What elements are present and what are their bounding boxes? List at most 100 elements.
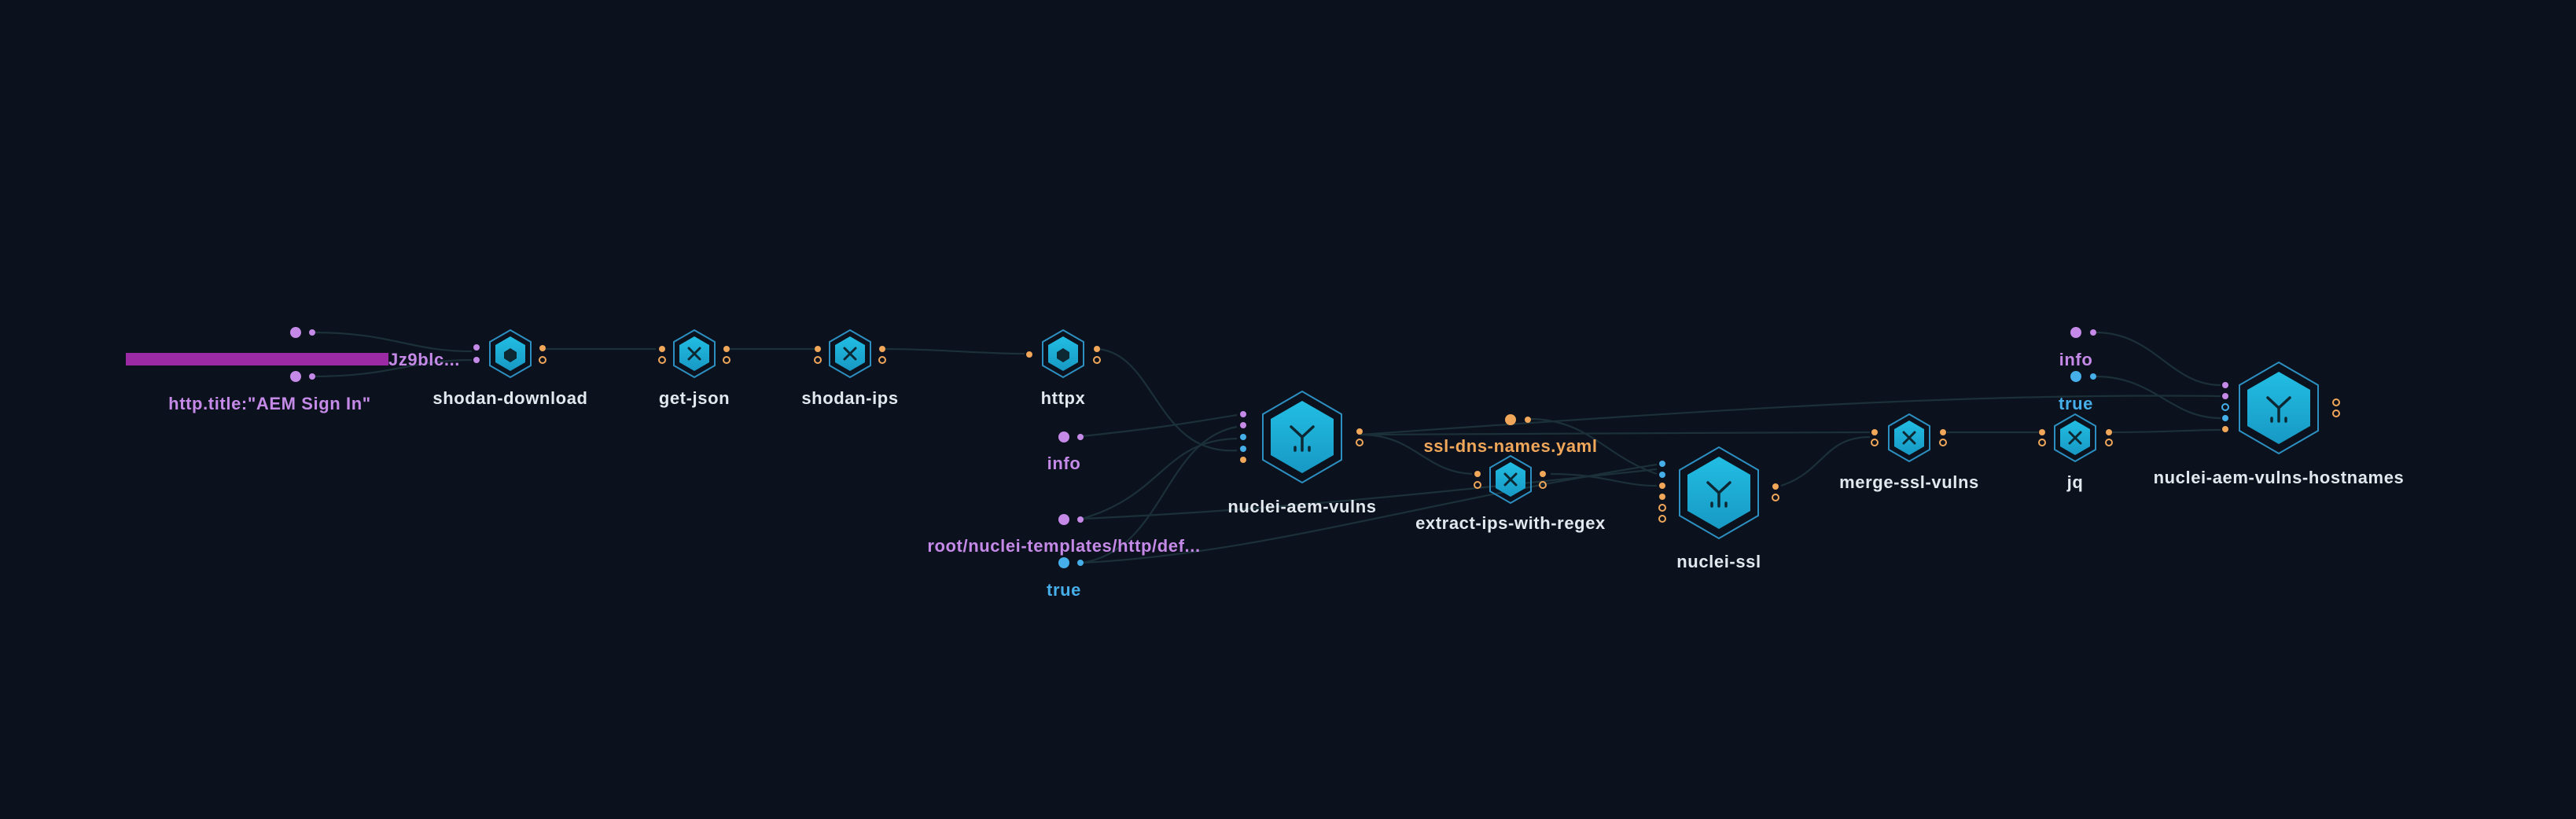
output-port[interactable]	[1939, 439, 1947, 446]
input-port[interactable]	[1871, 429, 1878, 435]
input-port[interactable]	[2038, 439, 2046, 446]
fork-hex-icon	[2266, 396, 2291, 423]
input-api-key[interactable]: Jz9blc...	[126, 327, 460, 369]
node-nuclei-aem-vulns-hostnames[interactable]: nuclei-aem-vulns-hostnames	[2154, 361, 2405, 487]
output-port[interactable]	[2090, 329, 2096, 336]
output-port[interactable]	[1940, 429, 1946, 435]
output-port[interactable]	[309, 373, 315, 380]
node-nuclei-ssl[interactable]: nuclei-ssl	[1658, 446, 1779, 571]
input-port[interactable]	[1240, 434, 1246, 440]
input-port[interactable]	[1240, 411, 1246, 417]
node-httpx[interactable]: httpx	[1026, 329, 1101, 408]
node-extract-ips-with-regex[interactable]: extract-ips-with-regex	[1415, 454, 1606, 533]
input-port[interactable]	[815, 346, 821, 352]
output-port[interactable]	[1525, 417, 1531, 423]
output-port[interactable]	[2106, 429, 2112, 435]
connection-edges	[311, 331, 2221, 564]
output-port[interactable]	[1356, 428, 1363, 435]
edge-jq-to-hostnames	[2111, 428, 2221, 434]
output-port[interactable]	[1094, 346, 1100, 352]
output-port[interactable]	[2105, 439, 2113, 446]
output-port[interactable]	[1093, 356, 1101, 364]
input-value-text: root/nuclei-templates/http/def...	[927, 536, 1200, 556]
node-ring	[673, 329, 716, 379]
output-port[interactable]	[723, 346, 730, 352]
edge-aem-to-ssl-merge	[1360, 431, 1871, 436]
output-port[interactable]	[2332, 410, 2340, 417]
node-shodan-download[interactable]: shodan-download	[432, 329, 587, 408]
input-port[interactable]	[1658, 515, 1666, 523]
input-port[interactable]	[2222, 415, 2228, 421]
input-port[interactable]	[1240, 457, 1246, 463]
input-port[interactable]	[1474, 481, 1481, 489]
output-port[interactable]	[1540, 471, 1546, 477]
input-port[interactable]	[1659, 461, 1665, 467]
input-port[interactable]	[2222, 426, 2228, 432]
fork-hex-icon	[1290, 425, 1315, 452]
edge-aem-to-extract	[1360, 433, 1473, 476]
output-port[interactable]	[879, 346, 885, 352]
x-hex-icon	[2068, 431, 2082, 445]
output-port[interactable]	[2090, 373, 2096, 380]
input-flag-true[interactable]: true	[1047, 557, 1084, 600]
input-shodan-query[interactable]: http.title:"AEM Sign In"	[168, 371, 371, 413]
input-templates-path[interactable]: root/nuclei-templates/http/def...	[927, 514, 1200, 556]
output-port[interactable]	[539, 356, 546, 364]
input-severity-hostnames[interactable]: info	[2059, 327, 2096, 369]
node-ring	[1042, 329, 1084, 379]
input-port[interactable]	[1659, 494, 1665, 500]
input-severity-aem[interactable]: info	[1047, 432, 1084, 473]
output-port[interactable]	[1077, 560, 1084, 566]
node-label: httpx	[1041, 388, 1086, 408]
input-port[interactable]	[473, 357, 480, 363]
output-port[interactable]	[1772, 483, 1779, 490]
output-port[interactable]	[2332, 398, 2340, 406]
input-port[interactable]	[473, 344, 480, 351]
input-port[interactable]	[1240, 422, 1246, 428]
node-label: jq	[2066, 472, 2084, 492]
input-port[interactable]	[1026, 351, 1032, 358]
node-label: nuclei-ssl	[1676, 552, 1761, 571]
output-port[interactable]	[723, 356, 730, 364]
string-input-icon	[1058, 432, 1069, 443]
node-ring	[1489, 454, 1532, 505]
node-label: get-json	[659, 388, 730, 408]
input-port[interactable]	[1659, 472, 1665, 478]
input-flag-true-hostnames[interactable]: true	[2059, 371, 2096, 413]
input-port[interactable]	[1658, 504, 1666, 512]
edge-info2-to-hostnames	[2095, 331, 2221, 387]
output-port[interactable]	[878, 356, 886, 364]
output-port[interactable]	[1539, 481, 1547, 489]
input-port[interactable]	[814, 356, 822, 364]
input-value-text: true	[2059, 394, 2093, 413]
edge-true-to-aem	[1081, 425, 1238, 564]
input-port[interactable]	[1659, 483, 1665, 489]
node-shodan-ips[interactable]: shodan-ips	[801, 329, 898, 408]
node-get-json[interactable]: get-json	[658, 329, 730, 408]
output-port[interactable]	[1077, 516, 1084, 523]
output-port[interactable]	[309, 329, 315, 336]
input-port[interactable]	[658, 356, 666, 364]
x-hex-icon	[1503, 472, 1518, 487]
node-jq[interactable]: jq	[2038, 413, 2113, 492]
input-port[interactable]	[2222, 393, 2228, 399]
input-port[interactable]	[1240, 446, 1246, 452]
node-label: extract-ips-with-regex	[1415, 513, 1606, 533]
output-port[interactable]	[1772, 494, 1779, 501]
output-port[interactable]	[539, 345, 546, 351]
input-port[interactable]	[1474, 471, 1481, 477]
input-port[interactable]	[2221, 403, 2229, 411]
input-ssl-template[interactable]: ssl-dns-names.yaml	[1423, 414, 1597, 456]
input-port[interactable]	[659, 346, 665, 352]
node-merge-ssl-vulns[interactable]: merge-ssl-vulns	[1839, 413, 1979, 492]
output-port[interactable]	[1077, 434, 1084, 440]
input-port[interactable]	[2039, 429, 2045, 435]
output-port[interactable]	[1356, 439, 1363, 446]
edge-info-to-aem	[1081, 413, 1238, 438]
x-hex-icon	[843, 347, 857, 361]
node-nuclei-aem-vulns[interactable]: nuclei-aem-vulns	[1227, 390, 1376, 516]
input-port[interactable]	[2222, 382, 2228, 388]
string-input-icon	[2070, 327, 2081, 338]
input-port[interactable]	[1871, 439, 1879, 446]
